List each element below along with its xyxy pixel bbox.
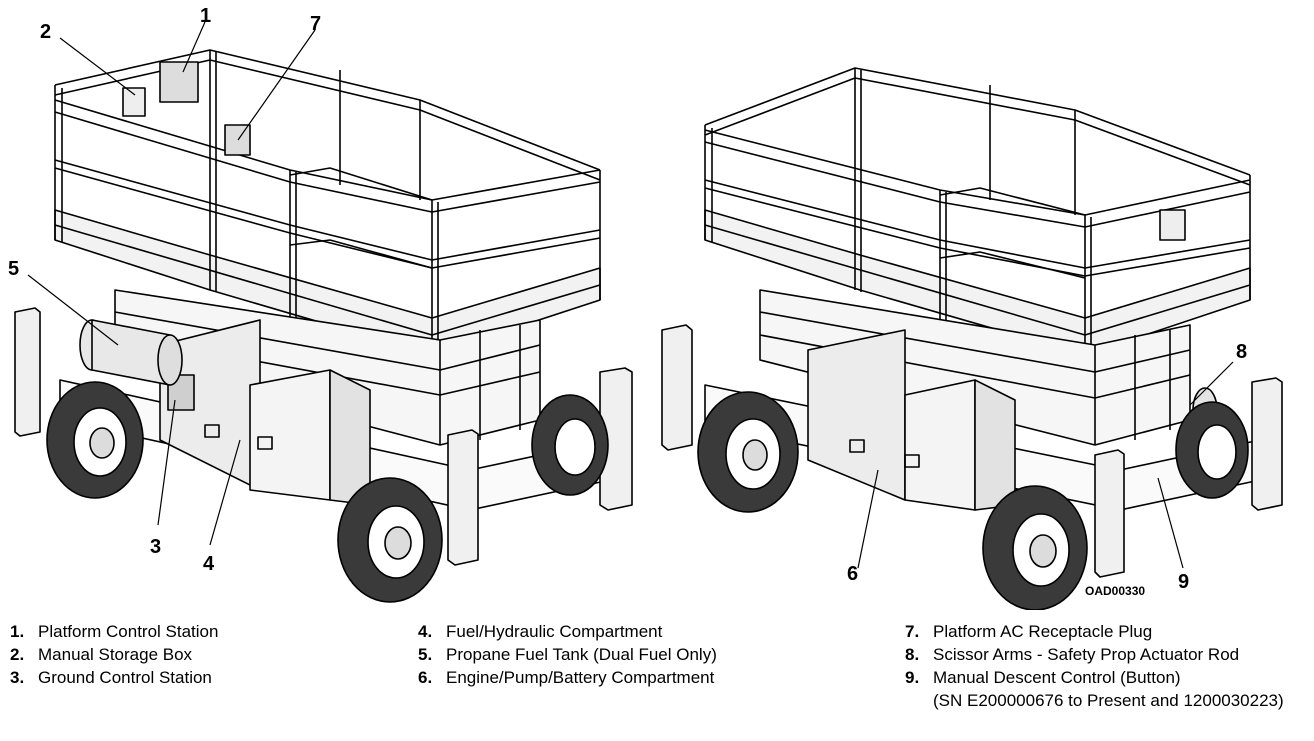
drawing-code: OAD00330 — [1085, 584, 1145, 598]
legend-text: Manual Descent Control (Button) — [933, 668, 1181, 687]
callout-4: 4 — [203, 553, 215, 575]
callout-5: 5 — [8, 258, 19, 280]
legend-item-1: 1. Platform Control Station — [10, 620, 218, 643]
legend-number: 5. — [418, 645, 433, 664]
legend-item-9: 9. Manual Descent Control (Button) — [905, 666, 1284, 689]
legend-number: 3. — [10, 668, 25, 687]
legend-column-2: 4. Fuel/Hydraulic Compartment 5. Propane F… — [418, 620, 717, 689]
legend-text: Propane Fuel Tank (Dual Fuel Only) — [446, 645, 717, 664]
callout-2: 2 — [40, 21, 51, 43]
left-machine — [14, 21, 633, 603]
legend-text: Engine/Pump/Battery Compartment — [446, 668, 715, 687]
legend-text: Manual Storage Box — [38, 645, 193, 664]
callout-6: 6 — [847, 563, 858, 585]
callout-7: 7 — [310, 13, 321, 35]
legend-item-7: 7. Platform AC Receptacle Plug — [905, 620, 1284, 643]
legend-item-8: 8. Scissor Arms - Safety Prop Actuator Ro… — [905, 643, 1284, 666]
scissor-lift-illustration: 1 2 7 5 3 4 8 6 9 OAD00330 — [8, 5, 1283, 610]
legend-number: 1. — [10, 622, 25, 641]
legend-number: 2. — [10, 645, 25, 664]
legend-item-6: 6. Engine/Pump/Battery Compartment — [418, 666, 717, 689]
right-machine — [661, 67, 1283, 610]
legend-number: 4. — [418, 622, 433, 641]
legend-column-3: 7. Platform AC Receptacle Plug 8. Scissor … — [905, 620, 1284, 712]
legend-item-9-note: (SN E200000676 to Present and 1200030223… — [933, 691, 1284, 710]
legend-column-1: 1. Platform Control Station 2. Manual Stor… — [10, 620, 218, 689]
legend-number: 9. — [905, 668, 920, 687]
legend-item-3: 3. Ground Control Station — [10, 666, 218, 689]
callout-3: 3 — [150, 536, 161, 558]
legend-number: 7. — [905, 622, 920, 641]
legend-text: Platform AC Receptacle Plug — [933, 622, 1153, 641]
legend-item-5: 5. Propane Fuel Tank (Dual Fuel Only) — [418, 643, 717, 666]
legend-number: 8. — [905, 645, 920, 664]
callout-9: 9 — [1178, 571, 1189, 593]
legend-item-2: 2. Manual Storage Box — [10, 643, 218, 666]
legend-text: Fuel/Hydraulic Compartment — [446, 622, 663, 641]
legend-text: Platform Control Station — [38, 622, 219, 641]
legend-text: Ground Control Station — [38, 668, 212, 687]
callout-8: 8 — [1236, 341, 1247, 363]
legend-number: 6. — [418, 668, 433, 687]
callout-1: 1 — [200, 5, 211, 27]
legend-item-4: 4. Fuel/Hydraulic Compartment — [418, 620, 717, 643]
legend-text: Scissor Arms - Safety Prop Actuator Rod — [933, 645, 1240, 664]
